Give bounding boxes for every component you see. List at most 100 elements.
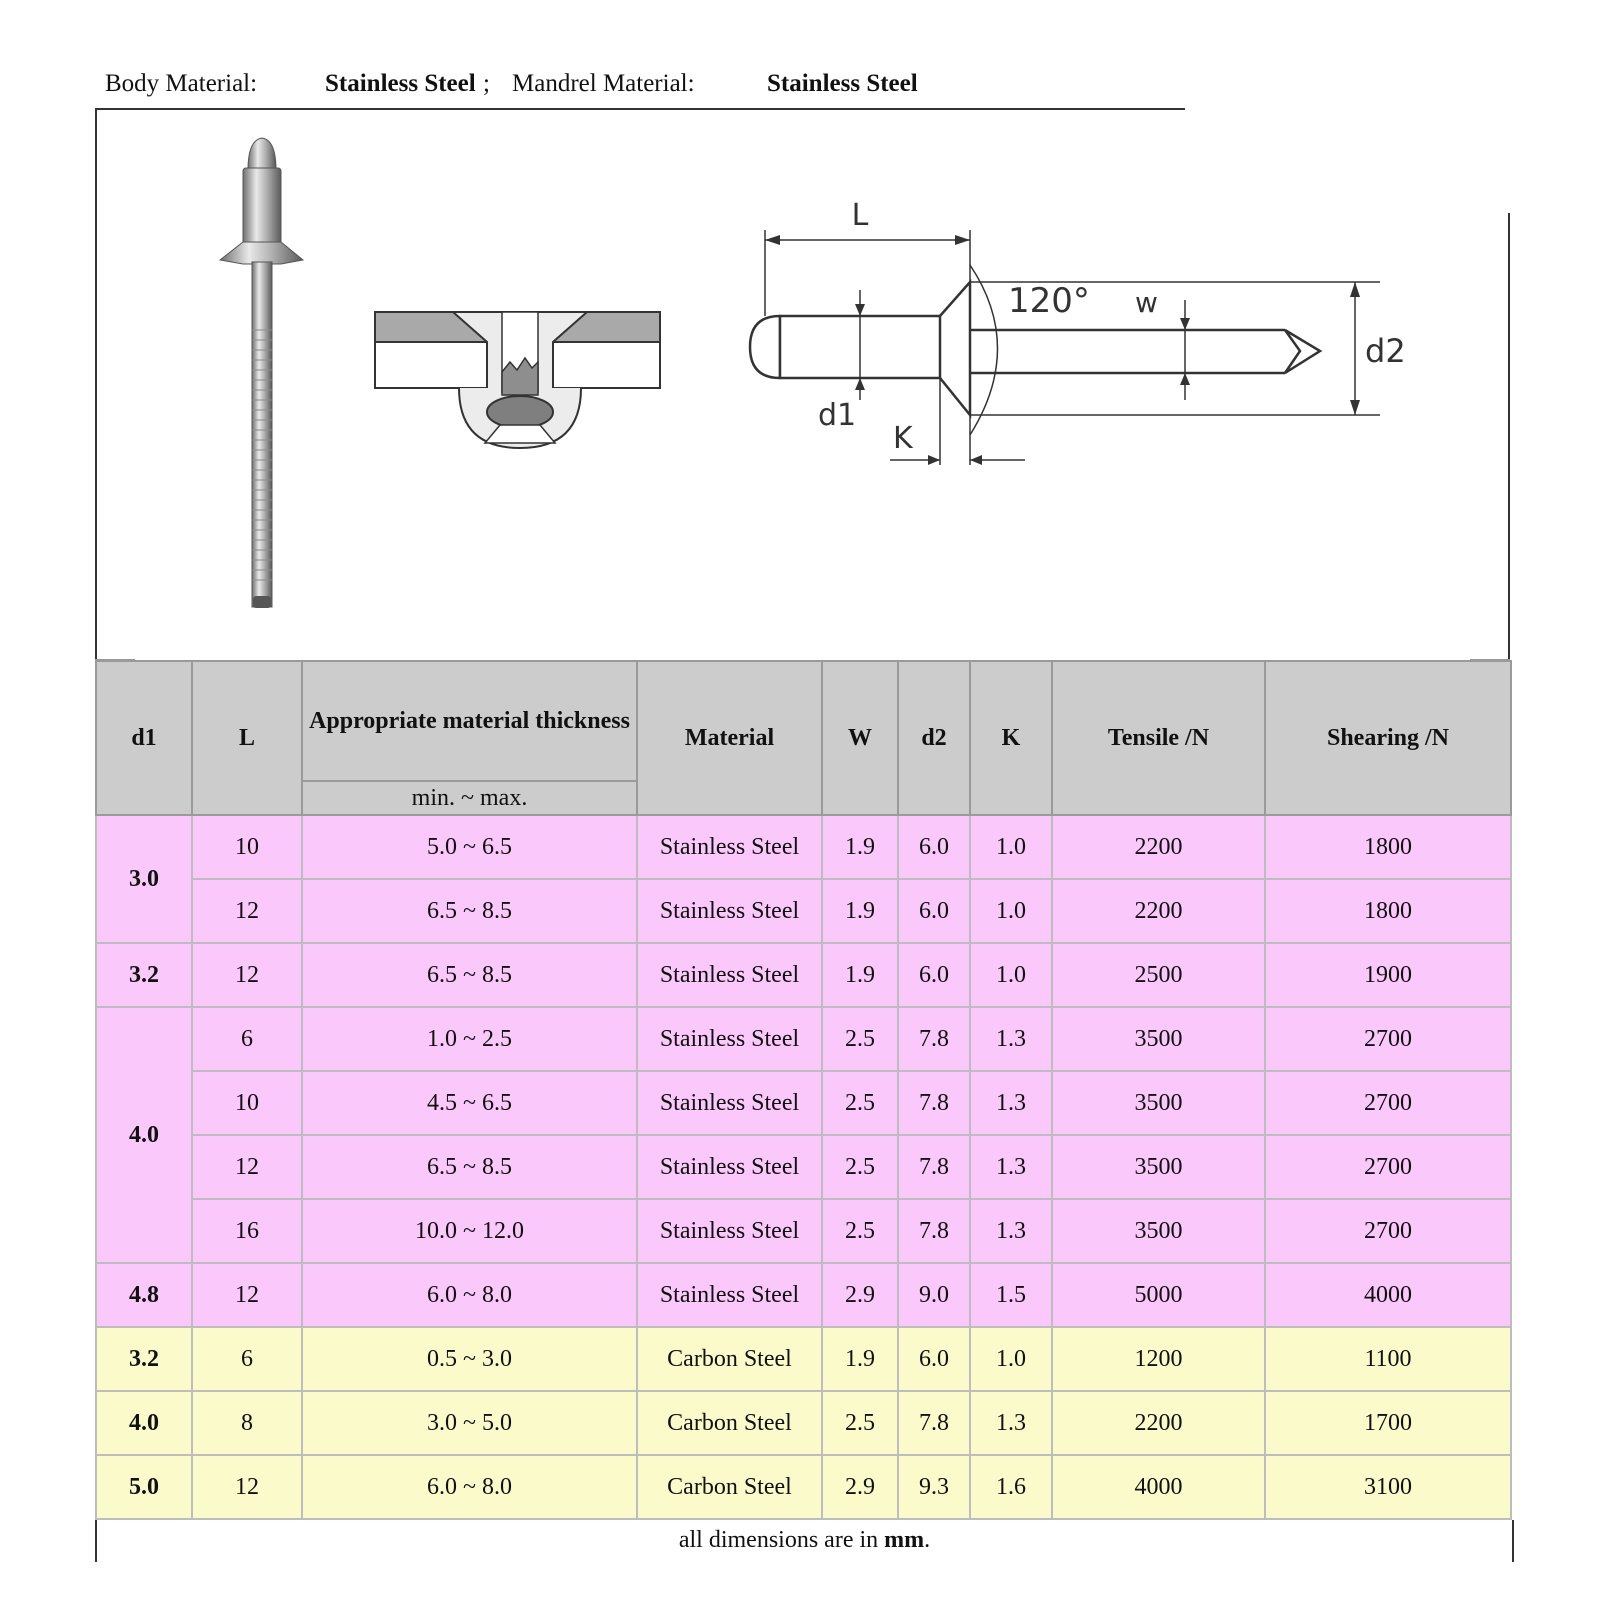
header-thickness: Appropriate material thickness [301, 660, 638, 782]
cell-L: 12 [191, 1262, 303, 1328]
cell-thickness: 4.5 ~ 6.5 [301, 1070, 638, 1136]
cell-tensile: 1200 [1051, 1326, 1266, 1392]
cell-shearing: 1800 [1264, 878, 1512, 944]
cell-d1: 4.0 [95, 1006, 193, 1264]
label-d2: d2 [1365, 332, 1406, 370]
cell-tensile: 2200 [1051, 878, 1266, 944]
cell-K: 1.3 [969, 1390, 1053, 1456]
cell-L: 12 [191, 1134, 303, 1200]
table-row: 12 6.5 ~ 8.5 Stainless Steel 1.9 6.0 1.0… [96, 878, 1512, 944]
cell-tensile: 3500 [1051, 1198, 1266, 1264]
cell-shearing: 1800 [1264, 814, 1512, 880]
cell-L: 6 [191, 1006, 303, 1072]
header-d1: d1 [95, 660, 193, 816]
cell-W: 2.5 [821, 1198, 899, 1264]
spec-table: d1 L Appropriate material thickness Mate… [95, 660, 1512, 1520]
cell-thickness: 6.0 ~ 8.0 [301, 1262, 638, 1328]
cell-L: 16 [191, 1198, 303, 1264]
cell-shearing: 1900 [1264, 942, 1512, 1008]
cell-thickness: 1.0 ~ 2.5 [301, 1006, 638, 1072]
table-row: 4.0 6 1.0 ~ 2.5 Stainless Steel 2.5 7.8 … [95, 1006, 1512, 1264]
cell-d1: 4.0 [95, 1390, 193, 1456]
table-row: 5.0 12 6.0 ~ 8.0 Carbon Steel 2.9 9.3 1.… [95, 1454, 1512, 1520]
cell-material: Stainless Steel [636, 814, 823, 880]
rivet-cross-section [374, 311, 661, 450]
cell-K: 1.3 [969, 1198, 1053, 1264]
cell-material: Stainless Steel [636, 1134, 823, 1200]
cell-d2: 7.8 [897, 1390, 971, 1456]
cell-d1: 3.0 [95, 814, 193, 944]
cell-shearing: 1700 [1264, 1390, 1512, 1456]
separator: ; [483, 70, 490, 97]
table-row: 3.2 12 6.5 ~ 8.5 Stainless Steel 1.9 6.0… [95, 942, 1512, 1008]
cell-K: 1.3 [969, 1006, 1053, 1072]
mandrel-material-label: Mandrel Material: [512, 70, 695, 97]
cell-material: Stainless Steel [636, 1198, 823, 1264]
cell-W: 1.9 [821, 1326, 899, 1392]
header-material: Material [636, 660, 823, 816]
cell-W: 2.9 [821, 1262, 899, 1328]
label-K: K [893, 421, 914, 456]
cell-shearing: 2700 [1264, 1134, 1512, 1200]
cell-shearing: 3100 [1264, 1454, 1512, 1520]
cell-material: Stainless Steel [636, 942, 823, 1008]
cell-shearing: 2700 [1264, 1198, 1512, 1264]
cell-material: Stainless Steel [636, 1070, 823, 1136]
header-shearing: Shearing /N [1264, 660, 1512, 816]
cell-material: Carbon Steel [636, 1326, 823, 1392]
cell-K: 1.0 [969, 814, 1053, 880]
cell-tensile: 5000 [1051, 1262, 1266, 1328]
cell-L: 6 [191, 1326, 303, 1392]
cell-W: 1.9 [821, 814, 899, 880]
header-L: L [191, 660, 303, 816]
label-L: L [852, 198, 869, 233]
mandrel-material-value: Stainless Steel [767, 70, 918, 97]
cell-L: 10 [191, 1070, 303, 1136]
cell-thickness: 0.5 ~ 3.0 [301, 1326, 638, 1392]
cell-W: 2.5 [821, 1390, 899, 1456]
cell-tensile: 2200 [1051, 814, 1266, 880]
cell-W: 1.9 [821, 878, 899, 944]
cell-tensile: 3500 [1051, 1006, 1266, 1072]
cell-thickness: 3.0 ~ 5.0 [301, 1390, 638, 1456]
cell-d1: 5.0 [95, 1454, 193, 1520]
cell-thickness: 10.0 ~ 12.0 [301, 1198, 638, 1264]
footnote-suffix: . [924, 1527, 931, 1553]
cell-d1: 3.2 [95, 942, 193, 1008]
cell-K: 1.0 [969, 942, 1053, 1008]
rivet-photo-illustration [218, 137, 305, 608]
top-rule [95, 108, 1185, 110]
cell-thickness: 6.5 ~ 8.5 [301, 878, 638, 944]
header-K: K [969, 660, 1053, 816]
cell-material: Stainless Steel [636, 1006, 823, 1072]
cell-d2: 6.0 [897, 814, 971, 880]
cell-W: 2.9 [821, 1454, 899, 1520]
label-d1: d1 [818, 398, 856, 433]
label-w: w [1135, 286, 1158, 319]
cell-shearing: 4000 [1264, 1262, 1512, 1328]
cell-d2: 6.0 [897, 1326, 971, 1392]
table-row: 4.8 12 6.0 ~ 8.0 Stainless Steel 2.9 9.0… [95, 1262, 1512, 1328]
figure-right-border [1508, 213, 1510, 663]
cell-tensile: 3500 [1051, 1134, 1266, 1200]
table-row: 3.2 6 0.5 ~ 3.0 Carbon Steel 1.9 6.0 1.0… [95, 1326, 1512, 1392]
footnote-unit: mm [884, 1527, 925, 1553]
header-tensile: Tensile /N [1051, 660, 1266, 816]
label-angle: 120° [1008, 281, 1090, 321]
cell-d2: 7.8 [897, 1198, 971, 1264]
cell-L: 10 [191, 814, 303, 880]
cell-tensile: 2500 [1051, 942, 1266, 1008]
figure-bottom-edge-left [95, 659, 135, 661]
body-material-value: Stainless Steel [325, 70, 476, 97]
cell-K: 1.6 [969, 1454, 1053, 1520]
units-footnote: all dimensions are in mm. [95, 1520, 1514, 1562]
cell-d2: 9.3 [897, 1454, 971, 1520]
cell-W: 1.9 [821, 942, 899, 1008]
cell-d1: 4.8 [95, 1262, 193, 1328]
cell-W: 2.5 [821, 1006, 899, 1072]
cell-d2: 7.8 [897, 1006, 971, 1072]
body-material-label: Body Material: [105, 70, 258, 97]
cell-thickness: 6.5 ~ 8.5 [301, 1134, 638, 1200]
cell-d1: 3.2 [95, 1326, 193, 1392]
cell-tensile: 4000 [1051, 1454, 1266, 1520]
